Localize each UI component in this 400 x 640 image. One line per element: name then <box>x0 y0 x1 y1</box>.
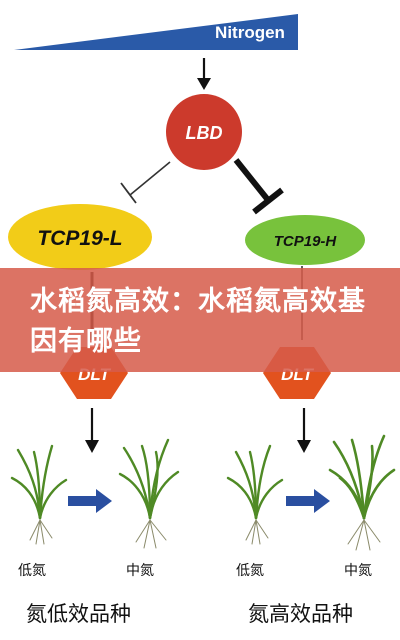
nitrogen-gradient-wedge <box>14 14 298 50</box>
title-banner <box>0 268 400 372</box>
caption-low-efficiency-variety: 氮低效品种 <box>26 602 131 626</box>
plant-label-right-low: 低氮 <box>236 563 264 579</box>
tcp19-l-node <box>8 204 152 270</box>
tcp19-h-label: TCP19-H <box>274 233 338 250</box>
inhibition-bar-tcp-l <box>120 182 137 204</box>
rice-plant-icon-left-low <box>10 444 68 545</box>
inhibition-bar-tcp-h <box>252 187 284 215</box>
rice-plant-icon-left-mid <box>118 438 180 549</box>
caption-high-efficiency-variety: 氮高效品种 <box>248 602 353 626</box>
plant-label-left-low: 低氮 <box>18 563 46 579</box>
plant-label-right-mid: 中氮 <box>344 563 372 579</box>
nitrogen-label: Nitrogen <box>215 23 285 42</box>
tcp19-h-node <box>245 215 365 265</box>
banner-title: 水稻氮高效：水稻氮高效基因有哪些 <box>30 286 366 357</box>
blue-arrow-left <box>68 489 112 513</box>
lbd-label: LBD <box>186 123 223 143</box>
arrowhead-nitrogen-to-lbd <box>197 78 211 90</box>
inhibition-lbd-to-tcp-h <box>233 158 271 202</box>
inhibition-lbd-to-tcp-l <box>129 161 171 196</box>
rice-plant-icon-right-low <box>226 444 284 545</box>
blue-arrow-right <box>286 489 330 513</box>
arrowhead-dlt-left-down <box>85 440 99 453</box>
plant-label-left-mid: 中氮 <box>126 563 154 579</box>
arrowhead-dlt-right-down <box>297 440 311 453</box>
lbd-node <box>166 94 242 170</box>
tcp19-l-label: TCP19-L <box>37 227 122 250</box>
rice-plant-icon-right-mid <box>328 434 396 551</box>
